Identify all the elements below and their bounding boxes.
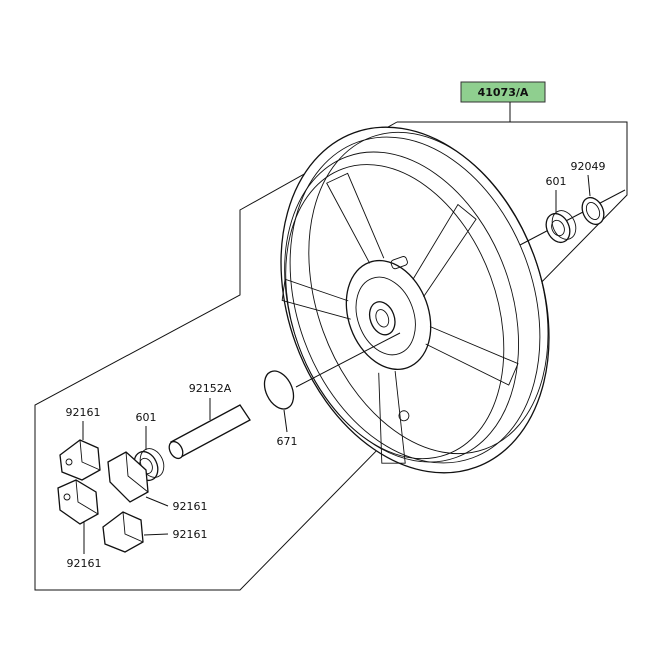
damper-lower-right-icon[interactable] xyxy=(102,511,144,553)
o-ring-label: 671 xyxy=(277,435,298,448)
damper-bottom-left-icon[interactable] xyxy=(57,479,99,525)
axle-centerline xyxy=(295,332,401,388)
oil-seal-label: 92049 xyxy=(571,160,606,173)
sleeve-icon[interactable] xyxy=(166,404,251,461)
oil-seal-icon[interactable] xyxy=(578,194,608,228)
main-assembly-callout[interactable]: 41073/A xyxy=(460,81,546,122)
damper-top-icon[interactable] xyxy=(59,439,101,481)
bearing-right-label: 601 xyxy=(546,175,567,188)
main-assembly-label: 41073/A xyxy=(478,86,529,99)
sleeve-label: 92152A xyxy=(189,382,232,395)
damper-middle-leader xyxy=(145,496,169,507)
main-assembly-label-box xyxy=(460,81,546,103)
o-ring-leader xyxy=(283,409,288,433)
bearing-right-icon[interactable] xyxy=(542,207,581,246)
damper-middle-icon[interactable] xyxy=(107,451,149,503)
bearing-left-label: 601 xyxy=(136,411,157,424)
damper-lower-right-leader xyxy=(143,533,169,536)
diagram-frame xyxy=(34,121,628,591)
damper-lower-right-label: 92161 xyxy=(173,528,208,541)
oil-seal-leader xyxy=(587,174,591,197)
rear-wheel-icon[interactable] xyxy=(235,89,595,510)
damper-middle-label: 92161 xyxy=(173,500,208,513)
o-ring-icon[interactable] xyxy=(259,366,299,413)
damper-bottom-label: 92161 xyxy=(67,557,102,570)
damper-top-label: 92161 xyxy=(66,406,101,419)
